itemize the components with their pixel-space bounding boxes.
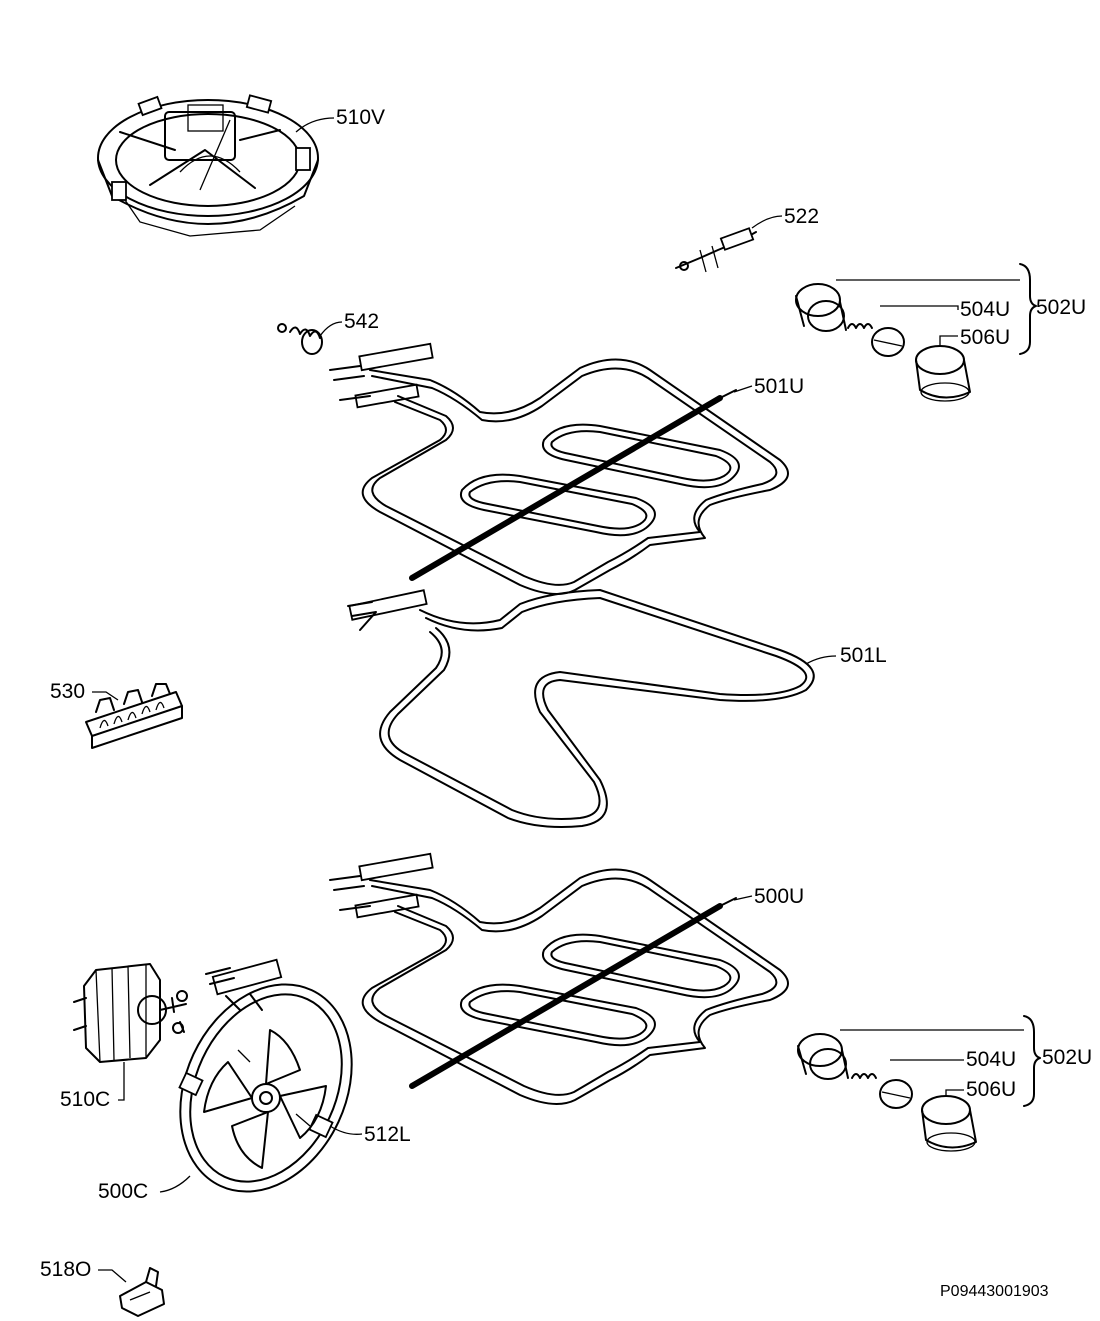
leader-506U-bottom bbox=[945, 1089, 964, 1096]
diagram-code: P09443001903 bbox=[940, 1283, 1049, 1300]
label-500U: 500U bbox=[754, 885, 805, 908]
clip-522 bbox=[675, 227, 757, 273]
leader-510C bbox=[118, 1062, 125, 1101]
label-518O: 518O bbox=[40, 1258, 92, 1281]
label-506U-bottom: 506U bbox=[966, 1078, 1017, 1101]
leader-510V bbox=[295, 117, 335, 133]
label-510C: 510C bbox=[60, 1088, 111, 1111]
spring-542 bbox=[277, 323, 323, 355]
label-501U: 501U bbox=[754, 375, 805, 398]
fan-motor-510C bbox=[73, 963, 188, 1063]
leader-501U bbox=[733, 385, 753, 393]
leader-530 bbox=[92, 691, 119, 701]
label-506U-top: 506U bbox=[960, 326, 1011, 349]
leader-518O bbox=[98, 1269, 127, 1283]
leader-522 bbox=[751, 215, 783, 229]
brace-502U-bottom bbox=[1023, 1015, 1041, 1107]
switch-518O bbox=[119, 1267, 165, 1317]
label-504U-top: 504U bbox=[960, 298, 1011, 321]
leader-542 bbox=[319, 321, 343, 337]
fan-motor-assembly-510V bbox=[97, 94, 319, 237]
leader-500U bbox=[733, 895, 753, 901]
label-502U-top: 502U bbox=[1036, 296, 1087, 319]
terminal-block-530 bbox=[85, 683, 183, 749]
label-512L: 512L bbox=[364, 1123, 411, 1146]
label-530: 530 bbox=[50, 680, 86, 703]
label-502U-bottom: 502U bbox=[1042, 1046, 1093, 1069]
lamp-assembly-bottom bbox=[797, 1033, 977, 1152]
upper-heating-element-501U bbox=[329, 342, 789, 595]
label-500C: 500C bbox=[98, 1180, 149, 1203]
label-510V: 510V bbox=[336, 106, 386, 129]
fan-blade-500C bbox=[203, 1029, 327, 1169]
leader-506U-top bbox=[939, 335, 958, 346]
leader-500C bbox=[159, 1175, 191, 1193]
brace-502U-top bbox=[1019, 263, 1037, 355]
leader-504U-top bbox=[880, 305, 959, 310]
leader-501L bbox=[805, 655, 837, 665]
lamp-assembly-top bbox=[795, 283, 971, 402]
label-501L: 501L bbox=[840, 644, 887, 667]
lower-heating-element-501L bbox=[347, 589, 815, 828]
label-522: 522 bbox=[784, 205, 820, 228]
label-504U-bottom: 504U bbox=[966, 1048, 1017, 1071]
fan-ring-512L bbox=[178, 958, 353, 1193]
upper-heating-element-500U bbox=[329, 852, 789, 1105]
label-542: 542 bbox=[344, 310, 380, 333]
leader-512L bbox=[329, 1125, 363, 1135]
